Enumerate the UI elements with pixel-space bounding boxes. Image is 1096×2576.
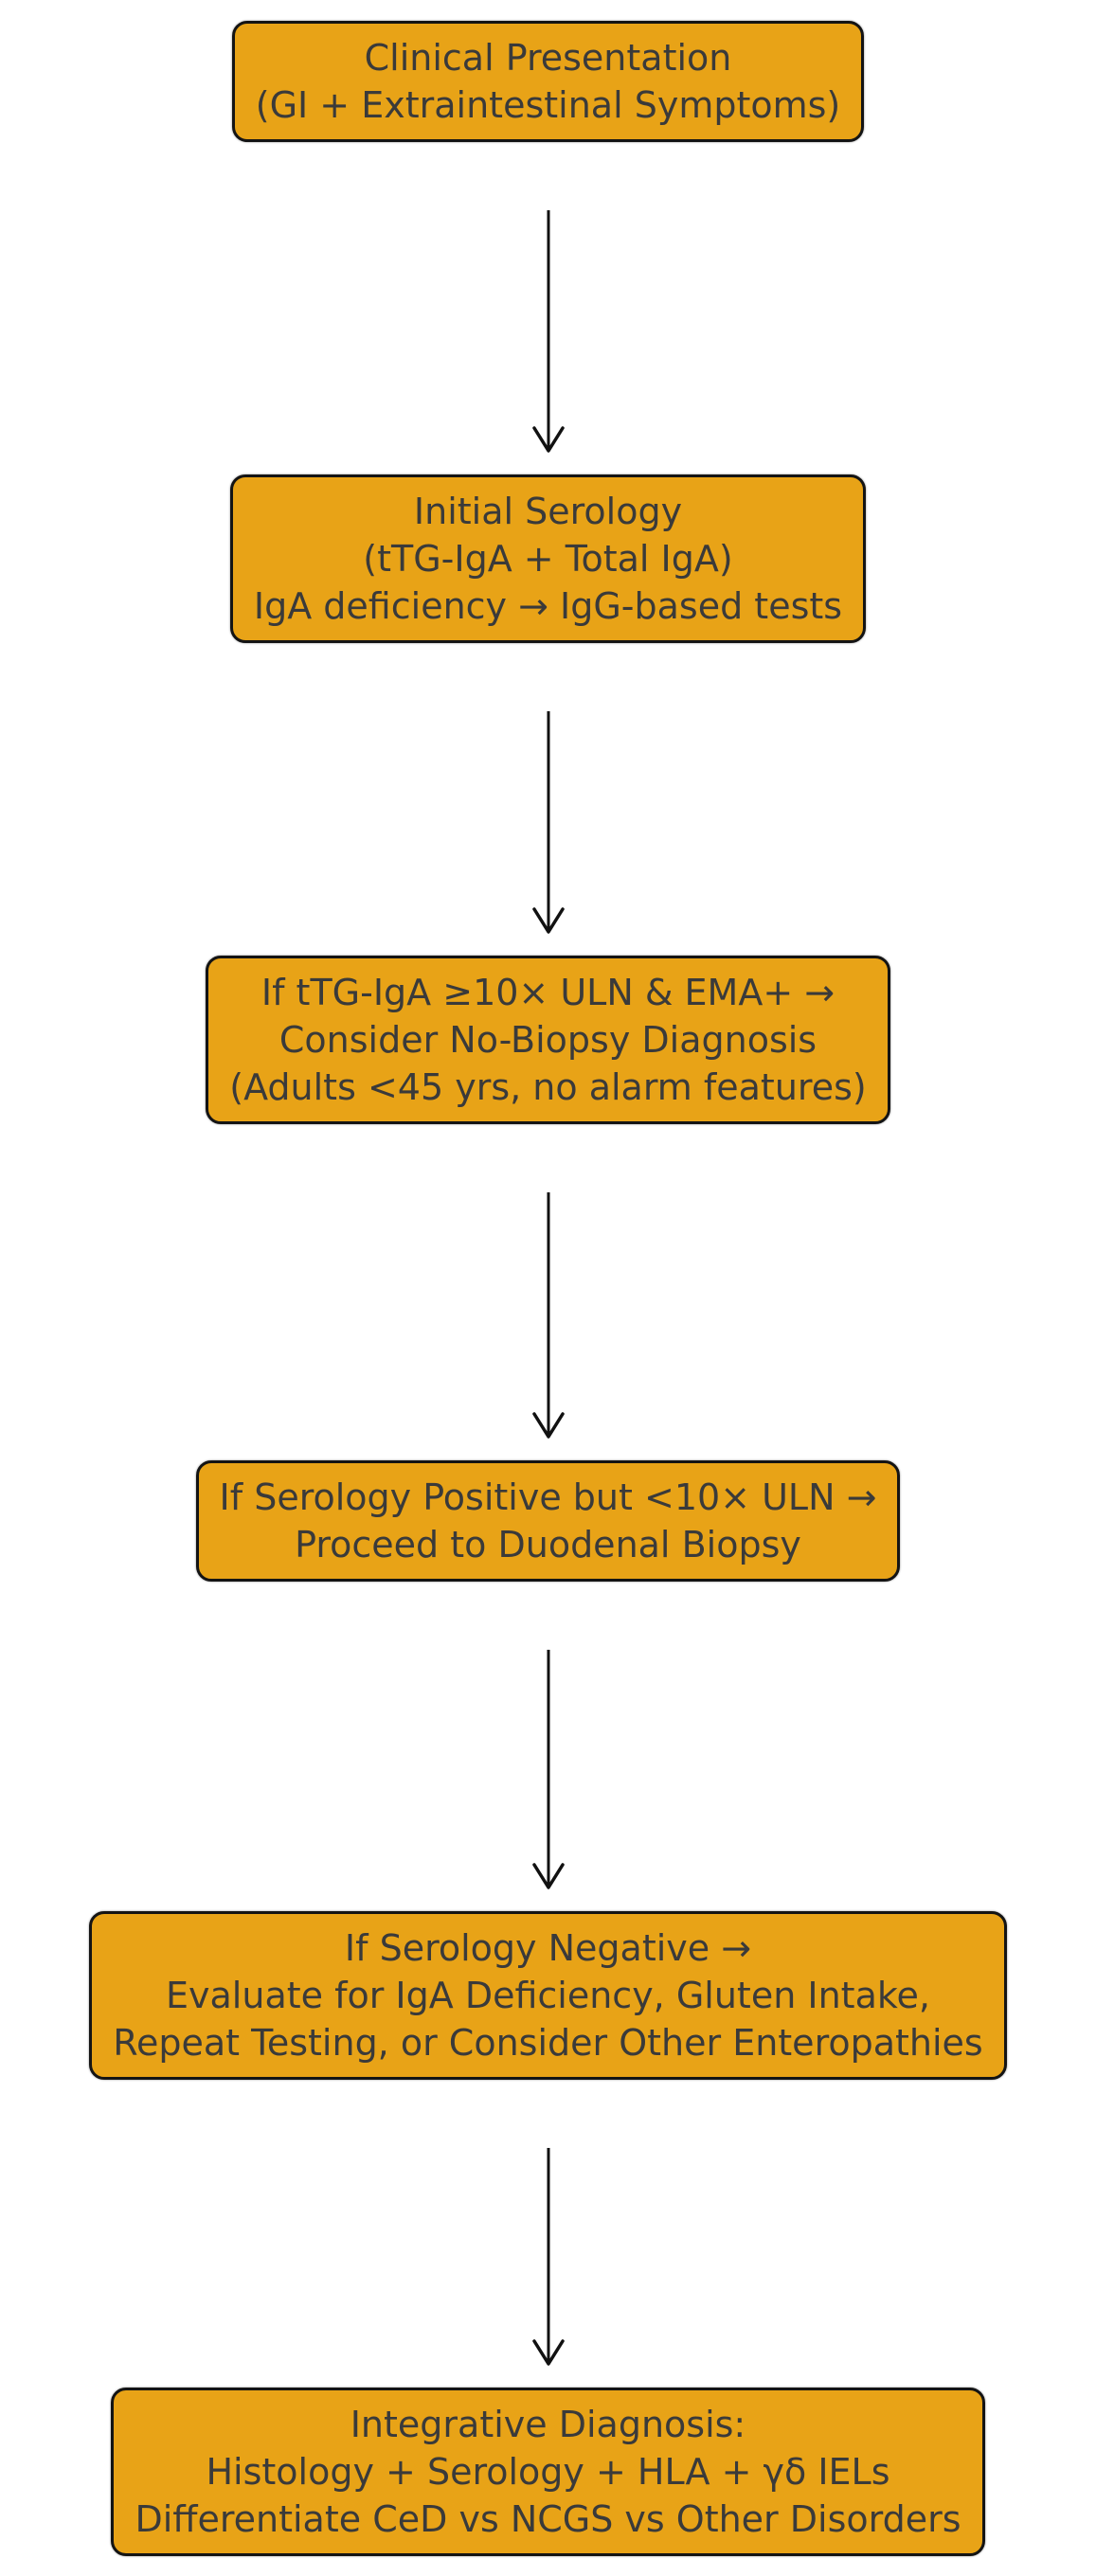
node-no-biopsy-diagnosis: If tTG-IgA ≥10× ULN & EMA+ → Consider No… [206, 956, 890, 1124]
arrow-down-icon [531, 1192, 565, 1439]
node-duodenal-biopsy: If Serology Positive but <10× ULN → Proc… [195, 1460, 901, 1582]
node-text-line: (GI + Extraintestinal Symptoms) [255, 84, 841, 126]
node-text-line: Integrative Diagnosis: [350, 2404, 746, 2445]
node-clinical-presentation: Clinical Presentation (GI + Extraintesti… [231, 21, 865, 142]
node-text-line: Repeat Testing, or Consider Other Entero… [113, 2022, 983, 2064]
node-text-line: Histology + Serology + HLA + γδ IELs [206, 2451, 890, 2493]
node-text-line: Differentiate CeD vs NCGS vs Other Disor… [135, 2498, 961, 2540]
node-text-line: If tTG-IgA ≥10× ULN & EMA+ → [261, 972, 835, 1013]
node-integrative-diagnosis: Integrative Diagnosis: Histology + Serol… [111, 2388, 985, 2556]
node-text-line: IgA deficiency → IgG-based tests [253, 585, 843, 627]
arrow-down-icon [531, 711, 565, 934]
arrow-down-icon [531, 2148, 565, 2366]
node-text-line: Evaluate for IgA Deficiency, Gluten Inta… [166, 1975, 930, 2016]
node-initial-serology: Initial Serology (tTG-IgA + Total IgA) I… [229, 474, 867, 643]
node-text-line: If Serology Negative → [344, 1927, 752, 1969]
node-text-line: If Serology Positive but <10× ULN → [219, 1476, 877, 1518]
arrow-down-icon [531, 210, 565, 453]
arrow-down-icon [531, 1650, 565, 1889]
node-text-line: (Adults <45 yrs, no alarm features) [229, 1066, 867, 1108]
node-text-line: Initial Serology [413, 491, 683, 532]
node-serology-negative: If Serology Negative → Evaluate for IgA … [89, 1911, 1007, 2080]
node-text-line: Clinical Presentation [364, 37, 732, 79]
node-text-line: Proceed to Duodenal Biopsy [295, 1524, 801, 1565]
node-text-line: (tTG-IgA + Total IgA) [363, 538, 733, 580]
node-text-line: Consider No-Biopsy Diagnosis [278, 1019, 818, 1061]
